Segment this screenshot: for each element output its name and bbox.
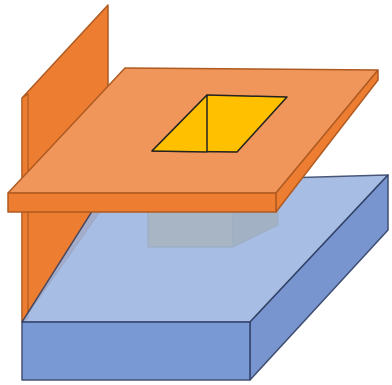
square-opening (151, 94, 288, 153)
horizontal-plate-front (7, 192, 277, 213)
pyramid-tip (151, 94, 208, 153)
blue-slab-front (21, 321, 251, 381)
